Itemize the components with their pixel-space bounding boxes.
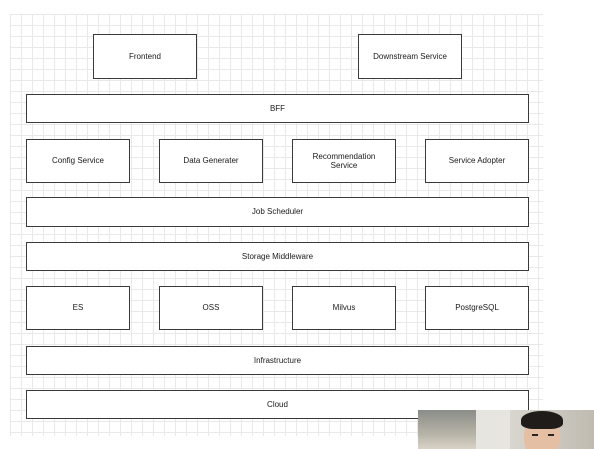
config-service-box[interactable]: Config Service — [26, 139, 130, 183]
infrastructure-label: Infrastructure — [253, 355, 302, 365]
postgresql-label: PostgreSQL — [455, 303, 499, 313]
data-generater-box[interactable]: Data Generater — [159, 139, 263, 183]
milvus-box[interactable]: Milvus — [292, 286, 396, 330]
postgresql-box[interactable]: PostgreSQL — [425, 286, 529, 330]
cloud-label: Cloud — [267, 399, 288, 409]
service-adopter-box[interactable]: Service Adopter — [425, 139, 529, 183]
service-adopter-label: Service Adopter — [448, 156, 506, 166]
job-scheduler-box[interactable]: Job Scheduler — [26, 197, 529, 227]
bff-label: BFF — [269, 103, 286, 113]
downstream-service-box[interactable]: Downstream Service — [358, 34, 462, 79]
storage-middleware-box[interactable]: Storage Middleware — [26, 242, 529, 271]
bff-box[interactable]: BFF — [26, 94, 529, 123]
oss-label: OSS — [202, 303, 220, 313]
job-scheduler-label: Job Scheduler — [251, 207, 304, 217]
oss-box[interactable]: OSS — [159, 286, 263, 330]
config-service-label: Config Service — [51, 156, 105, 166]
recommendation-service-box[interactable]: Recommendation Service — [292, 139, 396, 183]
storage-middleware-label: Storage Middleware — [241, 251, 314, 261]
frontend-box[interactable]: Frontend — [93, 34, 197, 79]
data-generater-label: Data Generater — [183, 156, 239, 166]
milvus-label: Milvus — [332, 303, 356, 313]
webcam-overlay — [418, 410, 594, 449]
infrastructure-box[interactable]: Infrastructure — [26, 346, 529, 375]
es-label: ES — [72, 303, 84, 313]
frontend-label: Frontend — [128, 51, 162, 61]
es-box[interactable]: ES — [26, 286, 130, 330]
recommendation-service-label: Recommendation Service — [312, 151, 376, 170]
downstream-service-label: Downstream Service — [373, 51, 447, 61]
